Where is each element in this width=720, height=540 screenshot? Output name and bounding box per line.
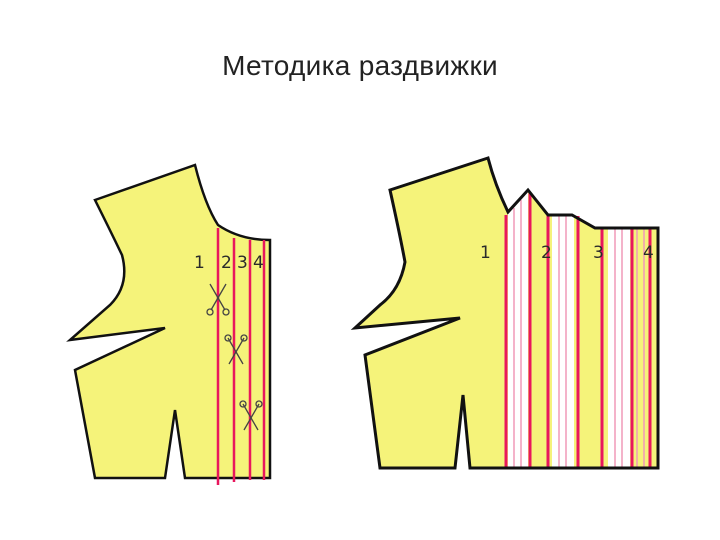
spread-gap-2 — [552, 216, 574, 468]
original-bodice-piece: 1 2 3 4 — [66, 163, 272, 485]
spread-label-3: 3 — [593, 243, 604, 263]
original-piece-outline — [66, 163, 272, 480]
scissors-icon — [239, 400, 263, 431]
slash-label-1: 1 — [194, 253, 205, 273]
slash-label-3: 3 — [237, 253, 248, 273]
slash-label-4: 4 — [253, 253, 264, 273]
spread-gap-1 — [508, 192, 528, 468]
spread-gap-3 — [608, 229, 630, 468]
scissors-icon — [224, 334, 248, 365]
slash-label-2: 2 — [221, 253, 232, 273]
slide-title: Методика раздвижки — [222, 50, 498, 81]
spread-bodice-piece: 1 2 3 4 — [350, 156, 660, 470]
spread-label-2: 2 — [541, 243, 552, 263]
spread-piece-outline — [350, 156, 660, 470]
scissors-icon — [206, 283, 230, 316]
spread-label-1: 1 — [480, 243, 491, 263]
spread-label-4: 4 — [643, 243, 654, 263]
